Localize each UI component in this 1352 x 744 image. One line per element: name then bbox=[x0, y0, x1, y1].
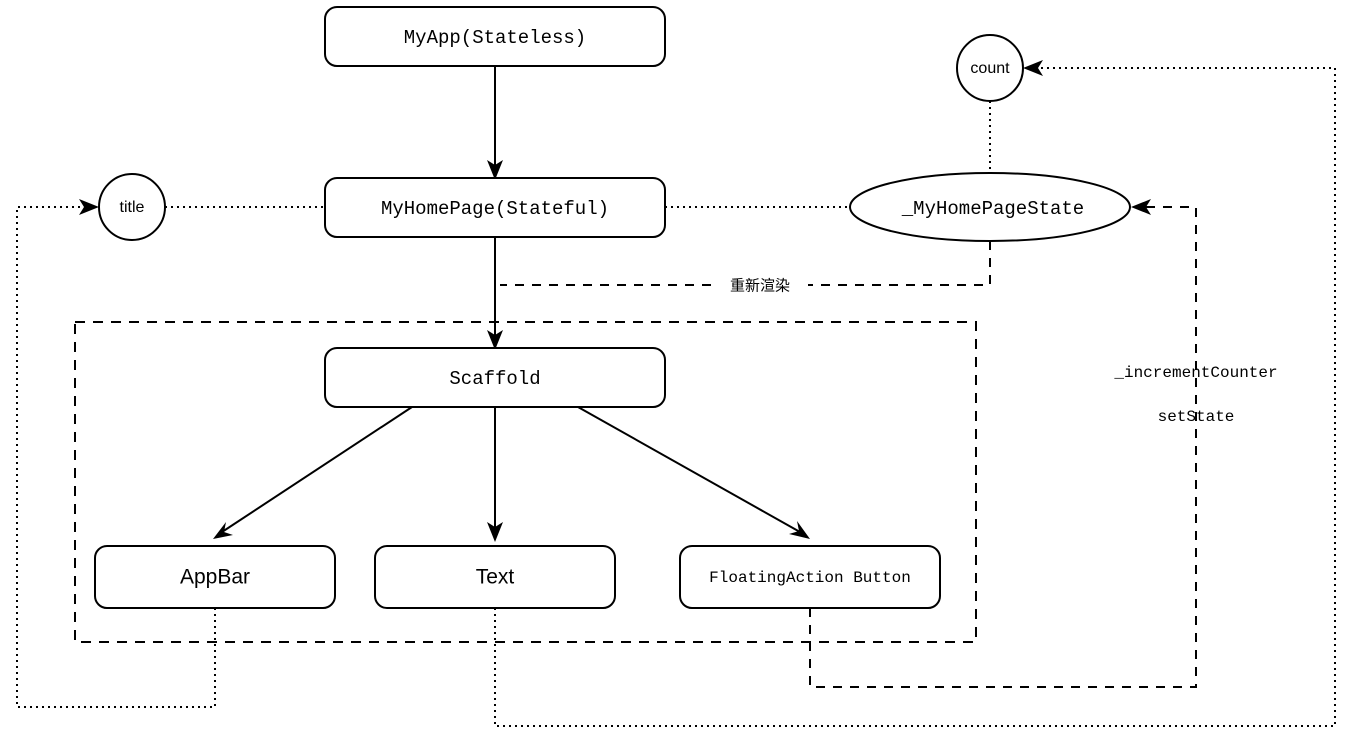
edge-myhomepage-to-scaffold bbox=[487, 237, 503, 350]
node-count-circle[interactable]: count bbox=[956, 34, 1024, 102]
edge-label-set-state: setState bbox=[1158, 408, 1235, 426]
node-title-circle[interactable]: title bbox=[98, 173, 166, 241]
scaffold-box[interactable] bbox=[324, 347, 666, 408]
node-floating-action-button[interactable]: FloatingAction Button bbox=[679, 545, 941, 609]
title-circle-label: title bbox=[120, 199, 145, 216]
text-widget-box[interactable] bbox=[374, 545, 616, 609]
widget-subtree-group bbox=[74, 321, 977, 643]
floating-action-button-label: FloatingAction Button bbox=[709, 569, 911, 587]
rerender-label-bg bbox=[712, 272, 808, 298]
edge-scaffold-to-fab bbox=[577, 406, 810, 539]
node-my-app[interactable]: MyApp(Stateless) bbox=[324, 6, 666, 67]
app-bar-label: AppBar bbox=[180, 566, 250, 589]
text-widget-label: Text bbox=[476, 566, 515, 589]
node-my-home-page[interactable]: MyHomePage(Stateful) bbox=[324, 177, 666, 238]
node-app-bar[interactable]: AppBar bbox=[94, 545, 336, 609]
floating-action-button-box[interactable] bbox=[679, 545, 941, 609]
my-home-page-box[interactable] bbox=[324, 177, 666, 238]
edge-label-increment-counter: _incrementCounter bbox=[1113, 364, 1277, 382]
edge-appbar-to-title bbox=[16, 199, 216, 708]
state-ellipse-label: _MyHomePageState bbox=[901, 198, 1084, 220]
node-state-ellipse[interactable]: _MyHomePageState bbox=[849, 172, 1131, 242]
title-circle-shape[interactable] bbox=[98, 173, 166, 241]
my-app-label: MyApp(Stateless) bbox=[404, 27, 586, 49]
edge-scaffold-to-text bbox=[487, 407, 503, 542]
state-ellipse-shape[interactable] bbox=[849, 172, 1131, 242]
my-home-page-label: MyHomePage(Stateful) bbox=[381, 198, 609, 220]
edge-myapp-to-myhomepage bbox=[487, 66, 503, 180]
edge-fab-to-state bbox=[809, 199, 1197, 688]
count-circle-label: count bbox=[970, 60, 1010, 77]
node-scaffold[interactable]: Scaffold bbox=[324, 347, 666, 408]
edge-scaffold-to-appbar bbox=[213, 406, 413, 539]
node-text-widget[interactable]: Text bbox=[374, 545, 616, 609]
app-bar-box[interactable] bbox=[94, 545, 336, 609]
edge-state-rerender: 重新渲染 bbox=[500, 241, 991, 298]
edge-label-rerender: 重新渲染 bbox=[730, 277, 790, 295]
count-circle-shape[interactable] bbox=[956, 34, 1024, 102]
scaffold-label: Scaffold bbox=[449, 368, 540, 390]
edge-text-to-count bbox=[494, 60, 1336, 727]
my-app-box[interactable] bbox=[324, 6, 666, 67]
